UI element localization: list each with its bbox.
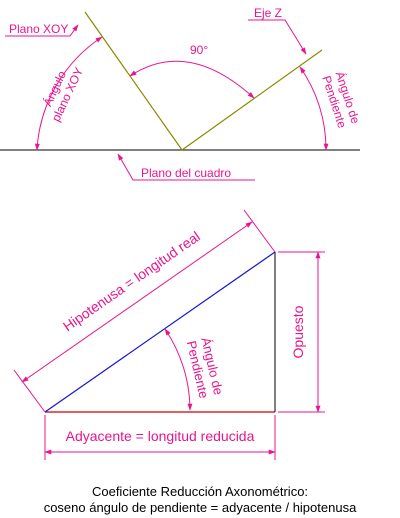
hipotenusa-dimension	[21, 221, 253, 383]
angulo-plano-arc	[34, 36, 103, 151]
angulo-pendiente-arc	[299, 66, 329, 151]
adyacente-label: Adyacente = longitud reducida	[66, 428, 255, 444]
eje-z-label: Eje Z	[254, 6, 282, 20]
caption-line-1: Coeficiente Reducción Axonométrico:	[91, 484, 309, 499]
plano-xoy-line	[84, 11, 183, 151]
caption: Coeficiente Reducción Axonométrico: cose…	[0, 484, 400, 516]
angle-90-label: 90°	[190, 43, 208, 57]
plano-cuadro-leader	[117, 153, 255, 181]
right-angle-arc	[129, 60, 255, 99]
caption-line-2: coseno ángulo de pendiente = adyacente /…	[43, 500, 357, 515]
pendiente-line	[181, 49, 323, 151]
hipotenusa-label: Hipotenusa = longitud real	[60, 228, 203, 334]
eje-z-leader	[248, 19, 307, 55]
plano-xoy-leader	[5, 24, 79, 37]
angulo-pendiente-triangle-arc	[164, 328, 193, 411]
hipotenusa-side	[44, 251, 276, 413]
ext-hip-top	[243, 209, 276, 253]
plano-xoy-label: Plano XOY	[9, 22, 68, 36]
opuesto-label: Opuesto	[290, 305, 306, 358]
ext-hip-bottom	[13, 369, 46, 413]
plano-cuadro-label: Plano del cuadro	[141, 166, 231, 180]
